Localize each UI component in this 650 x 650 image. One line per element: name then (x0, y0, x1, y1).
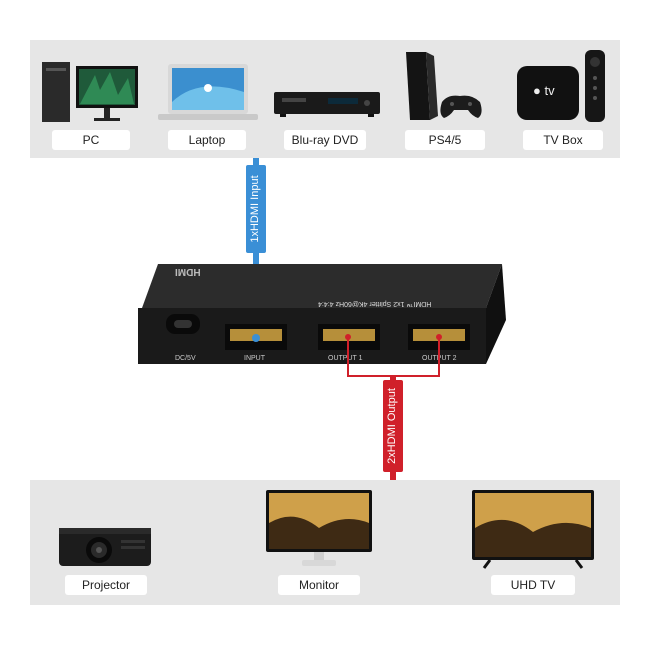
input-connector-label: 1xHDMI Input (249, 175, 261, 243)
output2-cable (438, 338, 440, 376)
source-label-ps: PS4/5 (405, 130, 485, 150)
projector-icon (59, 528, 151, 566)
tv-box-logo: ● tv (533, 83, 555, 98)
output2-port-dot (436, 334, 442, 340)
tv-box-icon (517, 50, 605, 122)
uhd-tv-icon (472, 490, 594, 569)
apple-icon: ● (533, 83, 541, 98)
output1-cable (347, 338, 349, 376)
source-label-tvbox: TV Box (523, 130, 603, 150)
display-label-monitor: Monitor (278, 575, 360, 595)
source-label-laptop: Laptop (168, 130, 246, 150)
monitor-icon (266, 490, 372, 566)
display-label-uhd-tv: UHD TV (491, 575, 575, 595)
input-label-box (246, 165, 266, 253)
port-label-input: INPUT (244, 355, 265, 362)
output-connector-label: 2xHDMI Output (386, 388, 398, 464)
port-label-dc: DC/5V (175, 355, 196, 362)
pc-icon (42, 62, 138, 122)
port-label-output1: OUTPUT 1 (328, 355, 363, 362)
laptop-icon (158, 64, 258, 120)
bluray-player-icon (274, 92, 380, 117)
display-label-projector: Projector (65, 575, 147, 595)
hdmi-logo: HDMI (175, 266, 201, 277)
source-label-bluray: Blu-ray DVD (284, 130, 366, 150)
output-label-box (383, 380, 403, 472)
game-console-icon (406, 52, 482, 120)
output1-port-dot (345, 334, 351, 340)
input-port-dot (252, 334, 260, 342)
splitter-model-text: HDMI™ 1x2 Splitter 4K@60Hz 4:4:4 (318, 300, 432, 307)
source-label-pc: PC (52, 130, 130, 150)
